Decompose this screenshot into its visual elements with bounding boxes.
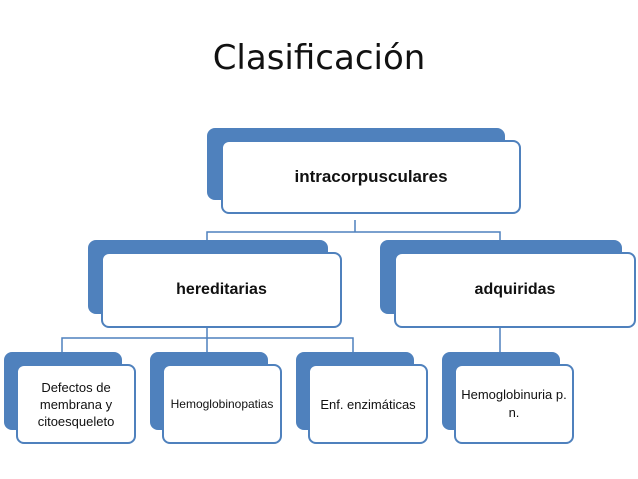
node-enzimaticas-label: Enf. enzimáticas	[308, 364, 428, 444]
connector-hereditarias	[61, 323, 354, 352]
node-hereditarias: hereditarias	[88, 240, 344, 328]
node-root: intracorpusculares	[207, 128, 523, 216]
node-adquiridas-label: adquiridas	[394, 252, 636, 328]
node-hereditarias-label: hereditarias	[101, 252, 342, 328]
node-membrana: Defectos de membrana y citoesqueleto	[4, 352, 136, 444]
node-hemoglobinuria: Hemoglobinuria p. n.	[442, 352, 574, 444]
node-adquiridas: adquiridas	[380, 240, 636, 328]
node-hemoglobinopatias: Hemoglobinopatias	[150, 352, 282, 444]
node-hemoglobinuria-label: Hemoglobinuria p. n.	[454, 364, 574, 444]
page-title: Clasificación	[212, 38, 426, 78]
node-hemoglobinopatias-label: Hemoglobinopatias	[162, 364, 282, 444]
node-root-label: intracorpusculares	[221, 140, 521, 214]
node-enzimaticas: Enf. enzimáticas	[296, 352, 428, 444]
node-membrana-label: Defectos de membrana y citoesqueleto	[16, 364, 136, 444]
